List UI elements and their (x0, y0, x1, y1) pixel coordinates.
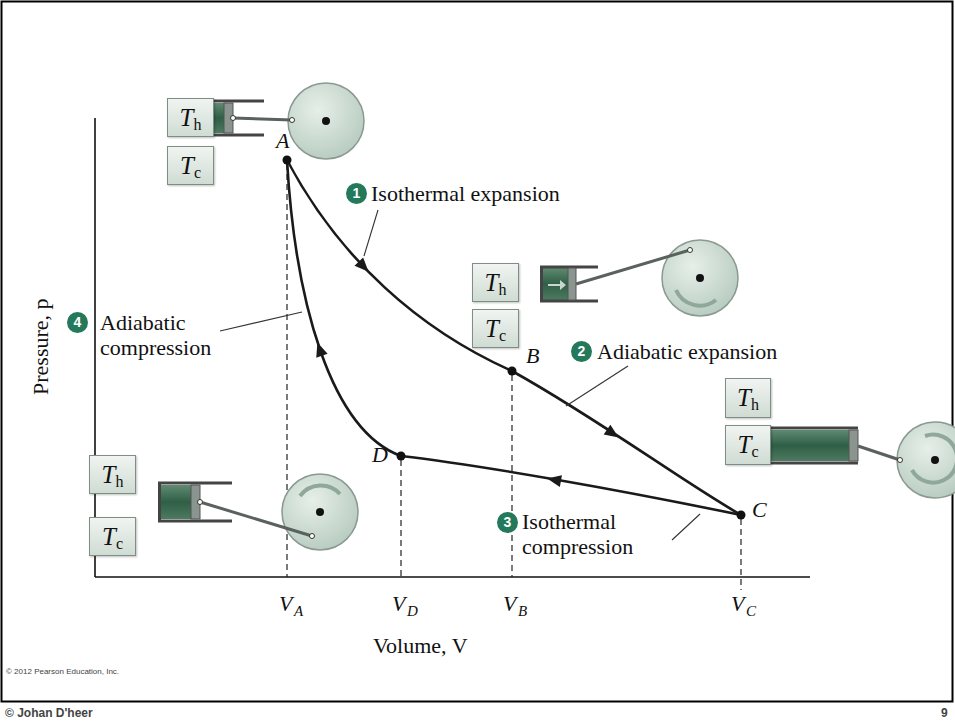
process-label: Isothermal expansion (371, 181, 560, 206)
credit-note: © Johan D'heer (5, 706, 93, 720)
state-label: C (752, 497, 767, 522)
temperature-symbol: T (485, 269, 499, 297)
volume-label: C (746, 603, 756, 619)
process-label: Isothermal compression (522, 509, 662, 559)
temperature-subscript: c (751, 443, 758, 461)
callout-number: 3 (497, 512, 518, 533)
engine-a (214, 83, 364, 159)
hot-reservoir-box: Th (725, 378, 771, 418)
temperature-subscript: h (751, 396, 759, 414)
state-label: D (372, 442, 388, 467)
temperature-symbol: T (485, 315, 499, 343)
temperature-subscript: c (194, 164, 201, 182)
hot-reservoir-box: Th (89, 455, 136, 494)
volume-label: A (294, 603, 303, 619)
direction-arrows (312, 258, 622, 487)
frame (2, 2, 953, 702)
temperature-symbol: T (180, 104, 194, 132)
callout-number: 2 (571, 341, 592, 362)
volume-label: V (392, 591, 405, 616)
hot-reservoir-box: Th (167, 98, 214, 137)
volume-label: V (731, 591, 744, 616)
callout-number: 1 (346, 183, 367, 204)
engine-d (158, 474, 358, 550)
temperature-subscript: c (116, 535, 123, 553)
temperature-symbol: T (737, 431, 751, 459)
cycle-curves (287, 160, 741, 515)
temperature-symbol: T (102, 461, 116, 489)
state-label: A (276, 128, 289, 153)
axis-title: Pressure, p (28, 298, 53, 395)
temperature-subscript: c (499, 327, 506, 345)
volume-label: B (518, 603, 527, 619)
axes (95, 118, 810, 577)
temperature-subscript: h (193, 116, 201, 134)
temperature-subscript: h (115, 473, 123, 491)
state-points (283, 156, 746, 520)
volume-label: V (503, 591, 516, 616)
cold-reservoir-box: Tc (472, 309, 519, 348)
engine-c (771, 422, 955, 498)
volume-label: D (407, 603, 418, 619)
cold-reservoir-box: Tc (89, 517, 136, 556)
engine-b (540, 240, 738, 316)
cold-reservoir-box: Tc (167, 146, 214, 185)
volume-label: V (279, 591, 292, 616)
credit-note: 9 (941, 706, 948, 720)
hot-reservoir-box: Th (472, 263, 519, 302)
cold-reservoir-box: Tc (725, 425, 771, 465)
state-label: B (526, 343, 539, 368)
process-label: Adiabatic compression (100, 310, 220, 360)
callout-number: 4 (67, 312, 88, 333)
axis-title: Volume, V (373, 633, 468, 658)
temperature-symbol: T (737, 384, 751, 412)
credit-note: © 2012 Pearson Education, Inc. (6, 667, 119, 677)
process-label: Adiabatic expansion (597, 339, 777, 364)
temperature-symbol: T (102, 523, 116, 551)
temperature-subscript: h (498, 281, 506, 299)
temperature-symbol: T (180, 152, 194, 180)
